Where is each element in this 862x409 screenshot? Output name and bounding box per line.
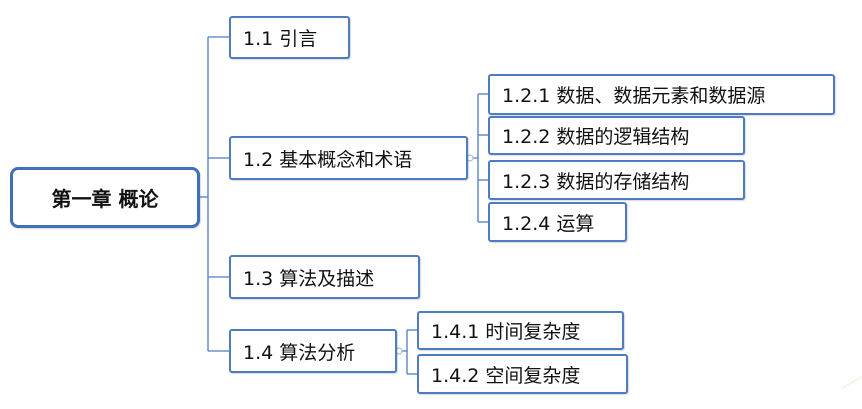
topic-1-2-label: 1.2 基本概念和术语 (243, 148, 413, 171)
topic-1-1-label: 1.1 引言 (243, 28, 318, 50)
topic-1-2-4[interactable]: 1.2.4 运算 (488, 202, 627, 242)
topic-1-4-1[interactable]: 1.4.1 时间复杂度 (417, 311, 624, 350)
root-node[interactable]: 第一章 概论 (10, 167, 200, 228)
root-node-label: 第一章 概论 (51, 187, 159, 211)
topic-1-2-1-label: 1.2.1 数据、数据元素和数据源 (502, 85, 766, 107)
topic-1-3-label: 1.3 算法及描述 (243, 267, 375, 290)
topic-1-2-3[interactable]: 1.2.3 数据的存储结构 (488, 160, 745, 200)
topic-1-2[interactable]: 1.2 基本概念和术语 (229, 136, 468, 180)
topic-1-2-1[interactable]: 1.2.1 数据、数据元素和数据源 (488, 74, 835, 115)
topic-1-4-2-label: 1.4.2 空间复杂度 (431, 364, 581, 387)
topic-1-4[interactable]: 1.4 算法分析 (229, 329, 397, 373)
topic-1-4-2[interactable]: 1.4.2 空间复杂度 (417, 354, 628, 394)
connector-root-trunk (199, 37, 209, 351)
topic-1-2-4-label: 1.2.4 运算 (502, 212, 595, 235)
topic-1-2-2[interactable]: 1.2.2 数据的逻辑结构 (488, 116, 745, 155)
topic-1-1[interactable]: 1.1 引言 (229, 16, 350, 59)
topic-1-2-2-label: 1.2.2 数据的逻辑结构 (502, 126, 690, 148)
topic-1-3[interactable]: 1.3 算法及描述 (229, 255, 420, 299)
topic-1-2-3-label: 1.2.3 数据的存储结构 (502, 170, 690, 193)
topic-1-4-label: 1.4 算法分析 (243, 341, 356, 364)
topic-1-4-1-label: 1.4.1 时间复杂度 (431, 321, 581, 343)
